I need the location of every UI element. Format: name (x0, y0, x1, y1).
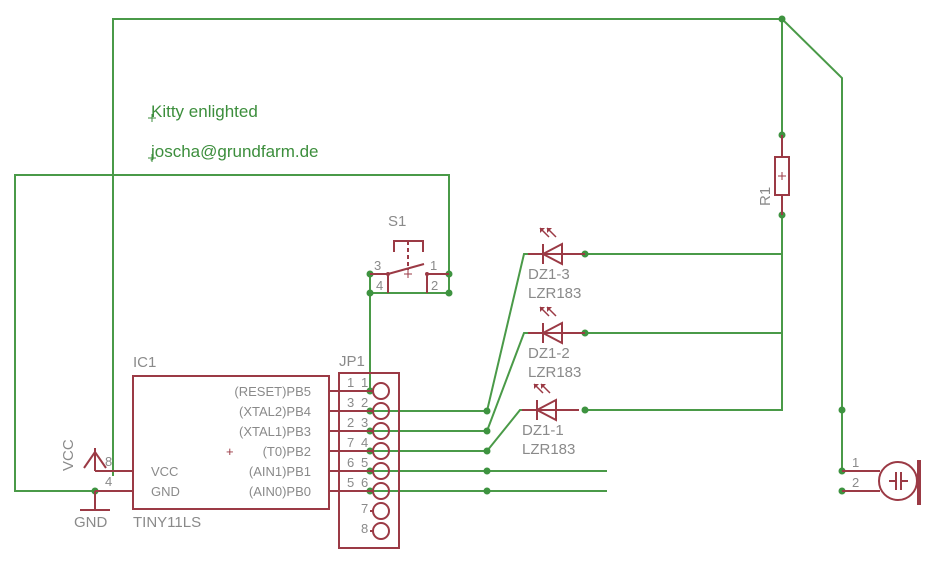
jp1-row-pin-number: 8 (361, 521, 368, 536)
s1-name: S1 (388, 213, 406, 230)
jp1-row-left-number: 1 (347, 375, 354, 390)
junction (483, 487, 491, 495)
ic1-pin-label-pb4: (XTAL2)PB4 (239, 404, 311, 419)
led-name: DZ1-3 (528, 266, 570, 283)
wire-led1-feed (485, 409, 523, 453)
junction (483, 447, 491, 455)
email-text: joscha@grundfarm.de (150, 142, 319, 161)
jp1-pin-pad[interactable] (372, 502, 390, 520)
s1-contact (387, 263, 425, 275)
battery-connector[interactable]: 1 2 (842, 455, 921, 505)
ic1-pin-label-gnd: GND (151, 484, 180, 499)
s1-pin-4: 4 (376, 278, 383, 293)
jp1-row: 8 (361, 521, 390, 540)
wire-vcc-top (112, 18, 783, 476)
led-value: LZR183 (528, 285, 581, 302)
junction (581, 406, 589, 414)
diode-icon (534, 398, 557, 422)
jp1-body (338, 372, 400, 549)
s1-pin-2: 2 (431, 278, 438, 293)
note-title: Kitty enlighted (148, 102, 258, 122)
battery-pin-2: 2 (852, 475, 859, 490)
junction (445, 289, 453, 297)
led-name: DZ1-2 (528, 345, 570, 362)
wires (14, 17, 843, 492)
jp1-row: 7 (361, 501, 390, 520)
diode-icon (540, 321, 563, 345)
led-value: LZR183 (522, 441, 575, 458)
jp1-row-pin-number: 7 (361, 501, 368, 516)
ic1-pin-label-pb3: (XTAL1)PB3 (239, 424, 311, 439)
note-email: joscha@grundfarm.de (148, 142, 319, 162)
junctions (91, 15, 846, 495)
s1-switch[interactable]: S1 3 1 4 2 (370, 213, 449, 293)
jp1-row-left-number: 3 (347, 395, 354, 410)
ic1-origin-plus: + (226, 444, 234, 459)
led-value: LZR183 (528, 364, 581, 381)
junction (778, 15, 786, 23)
r1-resistor[interactable]: R1 (757, 135, 790, 215)
battery-pin-1: 1 (852, 455, 859, 470)
s1-pin-3: 3 (374, 258, 381, 273)
ic1-tiny11ls[interactable]: IC1 TINY11LS VCC GND 8 4 (RESET)PB5 (XTA… (95, 354, 370, 531)
ic1-name: IC1 (133, 354, 156, 371)
jp1-row-pin-number: 2 (361, 395, 368, 410)
jp1-row-left-number: 2 (347, 415, 354, 430)
ic1-pin-label-pb0: (AIN0)PB0 (249, 484, 311, 499)
junction (483, 427, 491, 435)
jp1-row-left-number: 7 (347, 435, 354, 450)
battery-body (878, 461, 918, 501)
ic1-pin-label-pb2: (T0)PB2 (263, 444, 311, 459)
ic1-value: TINY11LS (133, 514, 201, 531)
jp1-pin-pad[interactable] (372, 382, 390, 400)
ic1-pin-label-pb5: (RESET)PB5 (234, 384, 311, 399)
gnd-label: GND (74, 514, 108, 531)
vcc-supply: VCC (60, 439, 107, 471)
jp1-pin-pad[interactable] (372, 522, 390, 540)
wire-r1-led-bus (584, 214, 783, 411)
jp1-row-pin-number: 6 (361, 475, 368, 490)
jp1-row-left-number: 6 (347, 455, 354, 470)
wire-led2-feed (485, 332, 529, 433)
title-text: Kitty enlighted (151, 102, 258, 121)
led-name: DZ1-1 (522, 422, 564, 439)
ic1-pin-label-vcc: VCC (151, 464, 178, 479)
wire-vcc-diag (780, 17, 843, 463)
junction (838, 406, 846, 414)
gnd-supply: GND (74, 491, 110, 531)
s1-pin-1: 1 (430, 258, 437, 273)
junction (366, 289, 374, 297)
jp1-name: JP1 (339, 353, 365, 370)
r1-name: R1 (757, 187, 774, 206)
wire-gnd-switch (14, 174, 450, 492)
jp1-row-pin-number: 3 (361, 415, 368, 430)
vcc-label: VCC (60, 439, 77, 471)
wire-led3-feed (485, 253, 529, 413)
ic1-body (132, 375, 330, 510)
jp1-row-pin-number: 5 (361, 455, 368, 470)
jp1-row-pin-number: 1 (361, 375, 368, 390)
jp1-row-left-number: 5 (347, 475, 354, 490)
ic1-pin-label-pb1: (AIN1)PB1 (249, 464, 311, 479)
ic1-pin-number-8: 8 (105, 454, 112, 469)
junction (483, 407, 491, 415)
ic1-pin-number-4: 4 (105, 474, 112, 489)
junction (483, 467, 491, 475)
diode-icon (540, 242, 563, 266)
jp1-row-pin-number: 4 (361, 435, 368, 450)
